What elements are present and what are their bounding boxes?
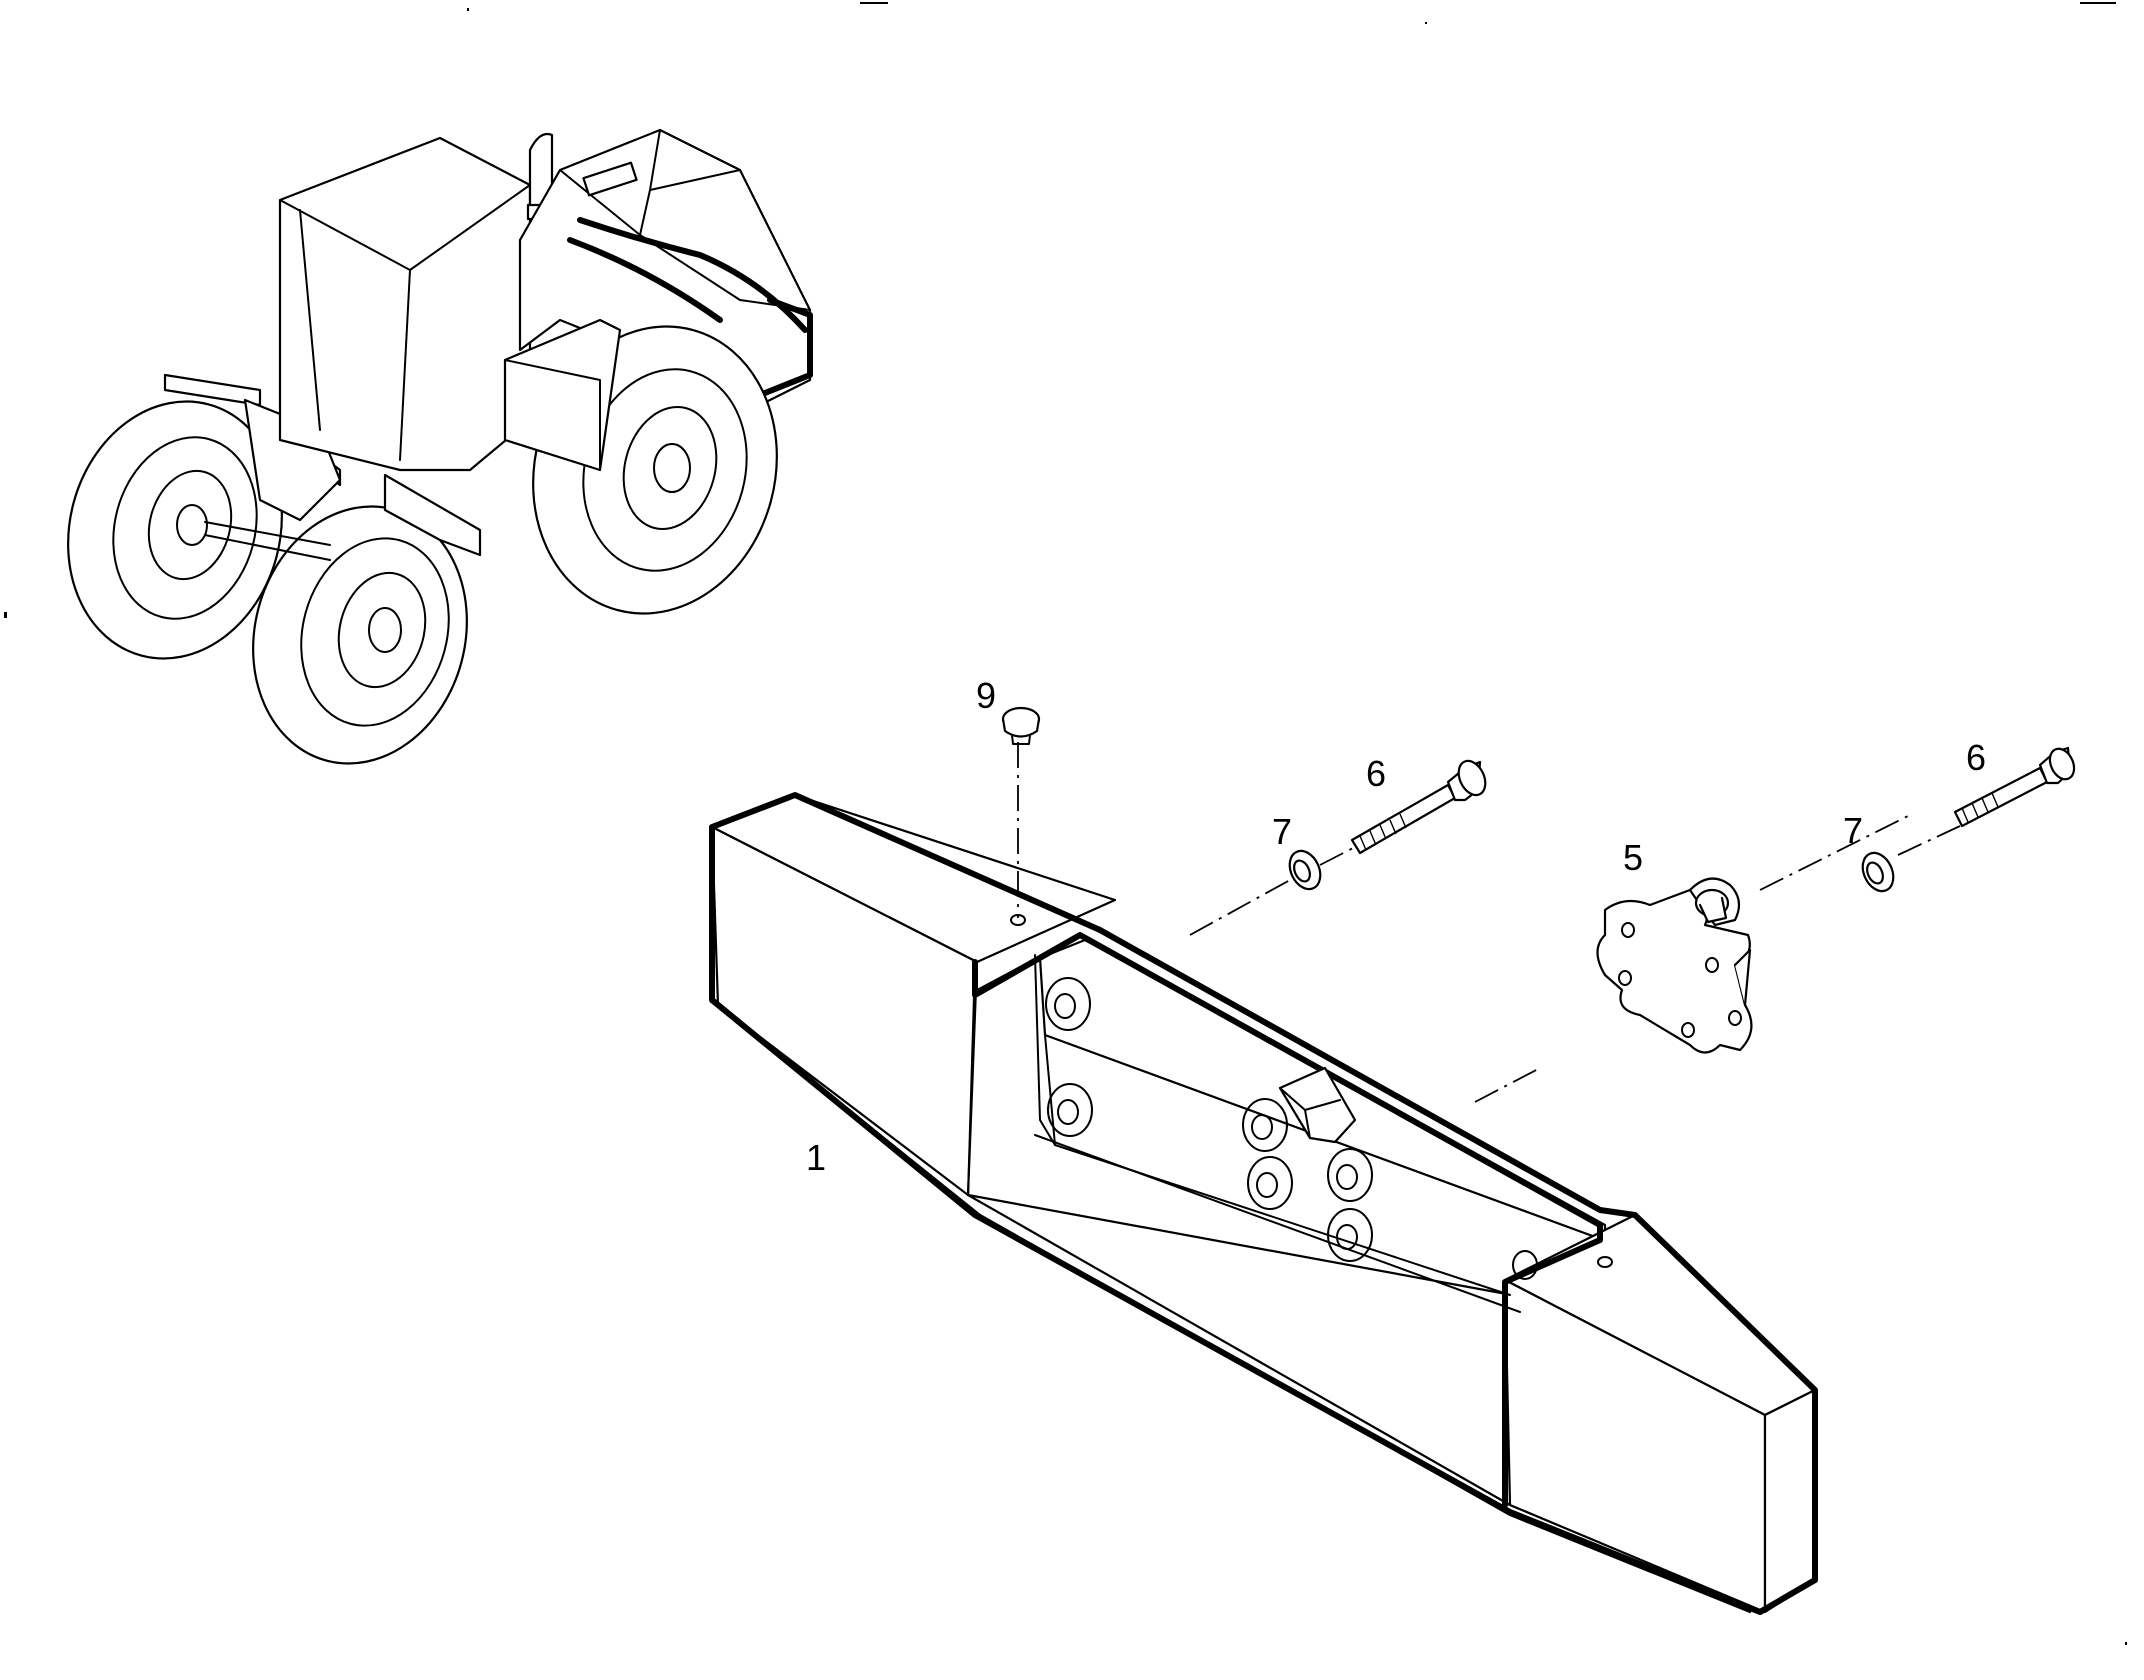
rear-wheel-right (252, 505, 468, 765)
scan-specks (4, 2, 2127, 1645)
callout-9: 9 (976, 675, 996, 716)
bolt-part-6-right (1953, 746, 2076, 828)
counterweight (709, 792, 1818, 1615)
washer-part-7-left (1288, 849, 1322, 891)
hitch-bracket-part-5 (1596, 877, 1753, 1054)
washer-part-7-right (1861, 851, 1895, 893)
callout-6-left: 6 (1366, 753, 1386, 794)
cab (278, 136, 532, 472)
callout-5: 5 (1623, 837, 1643, 878)
rear-wheel-left (67, 400, 283, 660)
bolt-part-6-left (1350, 759, 1487, 855)
callout-6-right: 6 (1966, 737, 1986, 778)
mounting-holes (1010, 914, 1613, 1280)
callout-7-left: 7 (1272, 811, 1292, 852)
callout-1: 1 (806, 1137, 826, 1178)
loader-overview-illustration (67, 128, 813, 765)
plug-part-9 (1001, 706, 1041, 745)
engine-hood (518, 128, 813, 417)
callout-7-right: 7 (1843, 810, 1863, 851)
